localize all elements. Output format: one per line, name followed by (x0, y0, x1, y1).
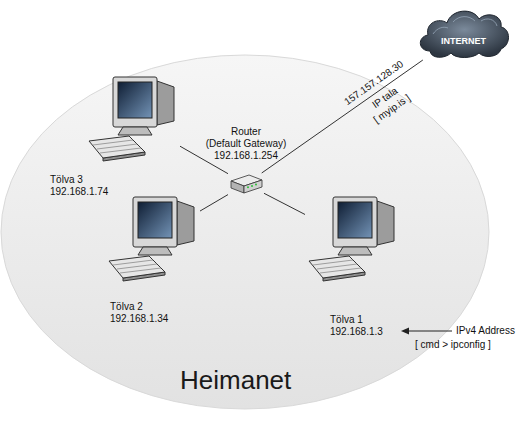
network-link (262, 60, 423, 173)
status-light (251, 185, 253, 187)
callout-note: IPv4 Address (456, 325, 515, 337)
monitor-front (333, 197, 377, 247)
computer-node: Tölva 3192.168.1.74 (85, 75, 180, 163)
keyboard (89, 136, 145, 158)
monitor-side (377, 201, 394, 245)
monitor-screen (138, 202, 172, 238)
monitor-front (113, 77, 157, 127)
network-link (264, 193, 305, 214)
router-node: Router(Default Gateway)192.168.1.254 (228, 173, 264, 195)
monitor-front (133, 197, 177, 247)
network-link (200, 195, 228, 211)
monitor-side (177, 201, 194, 245)
monitor-screen (338, 202, 372, 238)
computer-shape (105, 195, 200, 283)
network-name: Heimanet (180, 365, 291, 395)
computer-name: Tölva 1 (330, 314, 363, 326)
cloud-shape (420, 11, 508, 57)
keyboard-keys (93, 140, 141, 153)
keyboard (109, 256, 165, 278)
monitor-screen (118, 82, 152, 118)
ellipse-shape (0, 54, 490, 410)
status-light (247, 186, 249, 188)
cloud-label: INTERNET (415, 36, 512, 47)
ip-address: 192.168.1.34 (110, 313, 168, 325)
network-link (180, 146, 228, 173)
monitor-stand (118, 127, 152, 135)
ip-address: 192.168.1.74 (50, 186, 108, 198)
monitor-stand (338, 247, 372, 255)
internet-cloud: INTERNET (415, 3, 512, 60)
network-ellipse: HeimanetTölva 3192.168.1.74Router(Defaul… (0, 54, 490, 410)
monitor-side (157, 81, 174, 125)
computer-shape (305, 195, 400, 283)
ip-address: 192.168.1.254 (186, 150, 306, 162)
computer-node: Tölva 2192.168.1.34 (105, 195, 200, 283)
monitor-stand (138, 247, 172, 255)
keyboard-keys (313, 260, 361, 273)
router-shape (228, 173, 264, 195)
keyboard-keys (113, 260, 161, 273)
network-area (1, 55, 489, 409)
cloud-highlight (433, 17, 497, 34)
keyboard (309, 256, 365, 278)
computer-name: Tölva 3 (50, 174, 83, 186)
cloud-shape (415, 3, 512, 60)
status-light (255, 184, 257, 186)
ip-address: 192.168.1.3 (330, 326, 383, 338)
callout-command: [ cmd > ipconfig ] (415, 339, 491, 351)
computer-shape (85, 75, 180, 163)
router-front (231, 181, 244, 193)
router-role: (Default Gateway) (186, 138, 306, 150)
router-name: Router (186, 126, 306, 138)
computer-name: Tölva 2 (110, 301, 143, 313)
router-side (244, 180, 262, 193)
computer-node: Tölva 1192.168.1.3 (305, 195, 400, 283)
